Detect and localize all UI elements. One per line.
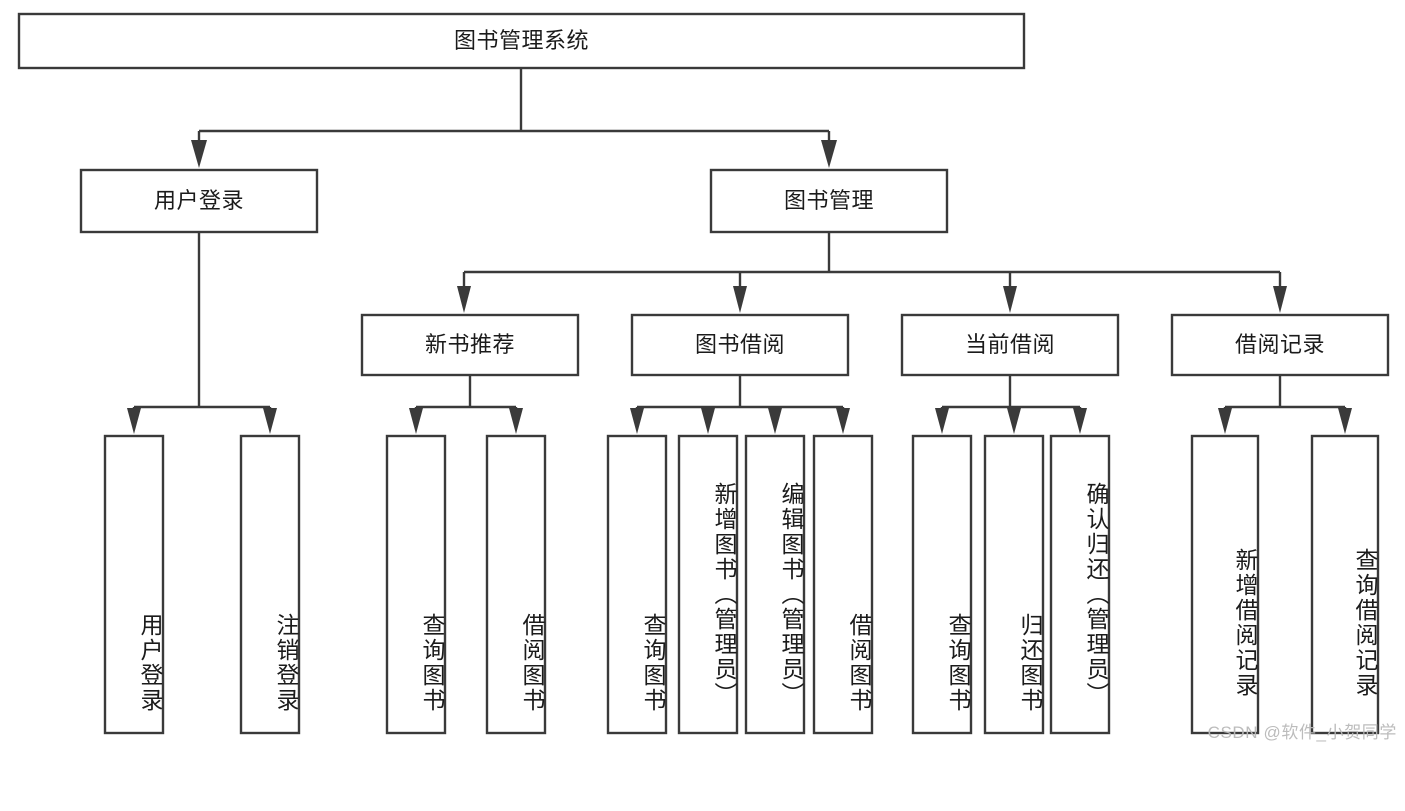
node-box-leaf-new-book-0[interactable] xyxy=(385,434,447,735)
arrowhead-cb-leaf-2 xyxy=(1073,408,1087,434)
node-box-leaf-borrow-record-0[interactable] xyxy=(1190,434,1260,735)
node-box-new-book-recommend[interactable] xyxy=(360,313,580,377)
node-box-leaf-current-borrow-2[interactable] xyxy=(1049,434,1111,735)
arrowhead-br-leaf-1 xyxy=(1338,408,1352,434)
node-box-user-login[interactable] xyxy=(79,168,319,234)
arrowhead-bm-to-book-borrow xyxy=(733,286,747,313)
node-box-root[interactable] xyxy=(17,12,1026,70)
arrowhead-root-to-book-management xyxy=(821,140,837,168)
node-box-leaf-borrow-record-1[interactable] xyxy=(1310,434,1380,735)
node-box-leaf-user-login-0[interactable] xyxy=(103,434,165,735)
arrowhead-bb-leaf-3 xyxy=(836,408,850,434)
node-box-book-borrow[interactable] xyxy=(630,313,850,377)
arrowhead-new-book-leaf-0 xyxy=(409,408,423,434)
arrowhead-cb-leaf-1 xyxy=(1007,408,1021,434)
node-box-leaf-borrow-book-0[interactable] xyxy=(606,434,668,735)
node-box-leaf-current-borrow-1[interactable] xyxy=(983,434,1045,735)
diagram-svg xyxy=(17,12,1390,735)
arrowhead-cb-leaf-0 xyxy=(935,408,949,434)
arrowhead-user-login-leaf-0 xyxy=(127,408,141,434)
arrowhead-br-leaf-0 xyxy=(1218,408,1232,434)
node-box-current-borrow[interactable] xyxy=(900,313,1120,377)
arrowhead-bb-leaf-2 xyxy=(768,408,782,434)
node-box-book-management[interactable] xyxy=(709,168,949,234)
arrowhead-new-book-leaf-1 xyxy=(509,408,523,434)
watermark-text: CSDN @软件_小贺同学 xyxy=(1207,723,1397,742)
arrowhead-user-login-leaf-1 xyxy=(263,408,277,434)
arrowhead-bm-to-borrow-record xyxy=(1273,286,1287,313)
node-box-leaf-borrow-book-1[interactable] xyxy=(677,434,739,735)
node-box-borrow-record[interactable] xyxy=(1170,313,1390,377)
arrowhead-bb-leaf-1 xyxy=(701,408,715,434)
diagram-canvas: 图书管理系统 用户登录 图书管理 新书推荐 图书借阅 当前借阅 借阅记录 用户登… xyxy=(17,12,1397,742)
arrowhead-bm-to-new-book xyxy=(457,286,471,313)
arrowhead-bb-leaf-0 xyxy=(630,408,644,434)
arrowhead-root-to-user-login xyxy=(191,140,207,168)
node-box-leaf-borrow-book-2[interactable] xyxy=(744,434,806,735)
node-box-leaf-borrow-book-3[interactable] xyxy=(812,434,874,735)
node-box-leaf-user-login-1[interactable] xyxy=(239,434,301,735)
node-box-leaf-new-book-1[interactable] xyxy=(485,434,547,735)
arrowhead-bm-to-current-borrow xyxy=(1003,286,1017,313)
node-box-leaf-current-borrow-0[interactable] xyxy=(911,434,973,735)
